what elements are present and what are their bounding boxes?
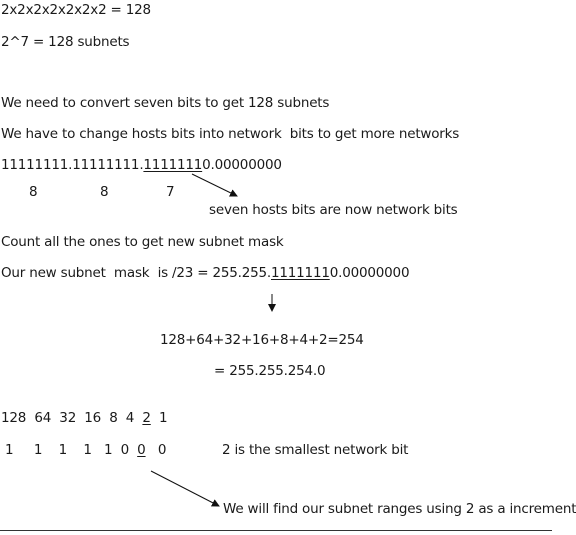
mask-binary-prefix: 11111111.11111111.: [1, 157, 144, 173]
count-ones-line: Count all the ones to get new subnet mas…: [1, 234, 284, 250]
bit-values-before: 128 64 32 16 8 4: [1, 410, 143, 426]
new-mask-suffix: 0.00000000: [329, 265, 410, 281]
bit-values-underlined: 2: [142, 410, 151, 426]
increment-note: We will find our subnet ranges using 2 a…: [223, 501, 576, 517]
octet-count-1: 8: [29, 184, 38, 200]
sum-expression: 128+64+32+16+8+4+2=254: [160, 332, 364, 348]
decimal-mask: = 255.255.254.0: [214, 363, 326, 379]
smallest-bit-note: 2 is the smallest network bit: [222, 442, 409, 458]
power-result-line: 2^7 = 128 subnets: [1, 34, 130, 50]
arrow-to-increment-note-icon: [150, 470, 220, 507]
convert-bits-line: We need to convert seven bits to get 128…: [1, 95, 330, 111]
bit-flags-line: 1 1 1 1 1 0 0 0: [5, 442, 166, 458]
bit-flags-after: 0: [145, 442, 167, 458]
new-mask-underlined: 1111111: [271, 265, 330, 281]
change-bits-line: We have to change hosts bits into networ…: [1, 126, 460, 142]
power-expansion-line: 2x2x2x2x2x2x2 = 128: [1, 2, 151, 18]
bit-values-after: 1: [150, 410, 168, 426]
mask-binary-line: 11111111.11111111.11111110.00000000: [1, 157, 282, 173]
octet-count-2: 8: [100, 184, 109, 200]
mask-binary-suffix: 0.00000000: [202, 157, 282, 173]
mask-binary-underlined: 1111111: [143, 157, 203, 173]
bottom-divider: [0, 530, 552, 531]
bit-flags-underlined: 0: [137, 442, 146, 458]
new-mask-prefix: Our new subnet mask is /23 = 255.255.: [1, 265, 271, 281]
hosts-note: seven hosts bits are now network bits: [209, 202, 458, 218]
bit-values-line: 128 64 32 16 8 4 2 1: [1, 410, 168, 426]
arrow-to-hosts-note-icon: [191, 173, 238, 197]
new-mask-line: Our new subnet mask is /23 = 255.255.111…: [1, 265, 410, 281]
bit-flags-before: 1 1 1 1 1 0: [5, 442, 138, 458]
octet-count-3: 7: [166, 184, 175, 200]
